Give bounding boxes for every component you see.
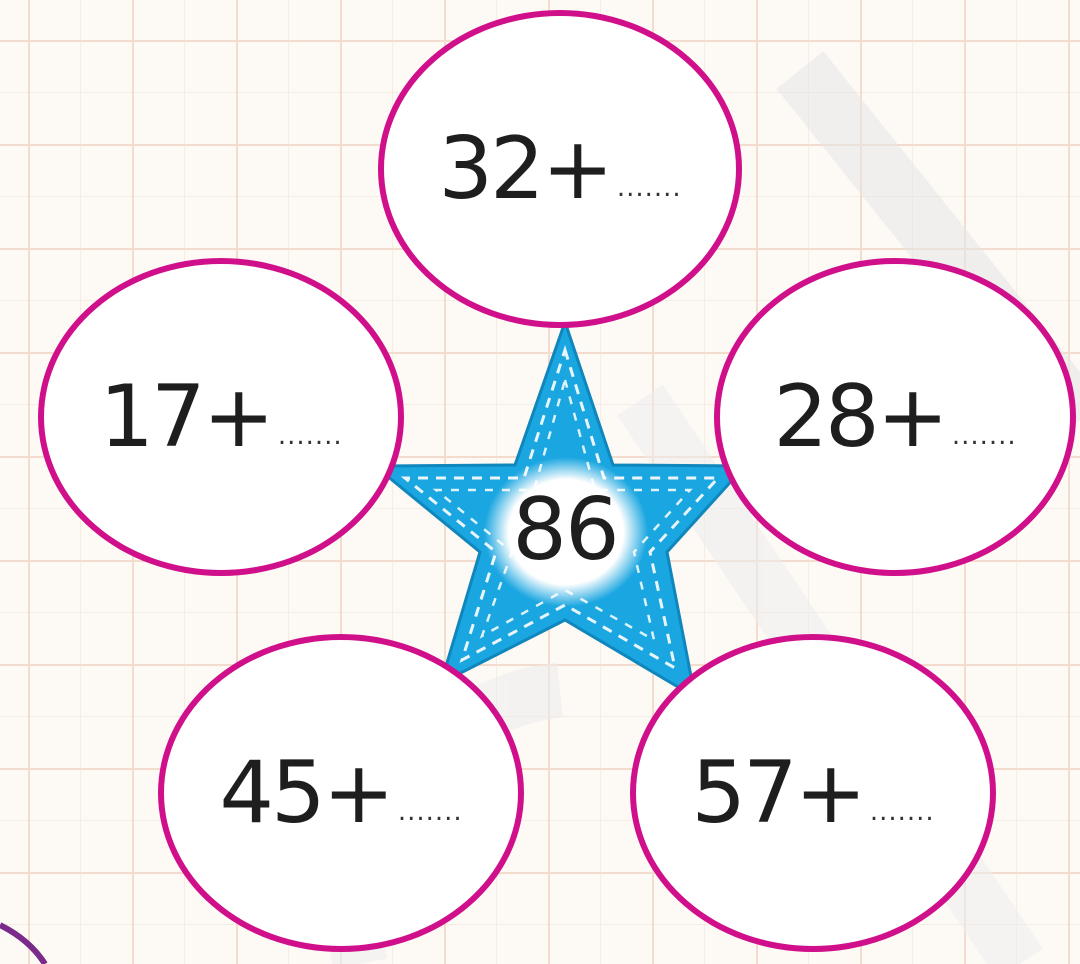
answer-blank[interactable]: ....... bbox=[952, 383, 1017, 451]
corner-arc-decoration bbox=[0, 925, 45, 964]
circle-left[interactable]: 17+ ....... bbox=[38, 258, 404, 576]
expression-text: 32+ bbox=[438, 126, 611, 212]
answer-blank[interactable]: ....... bbox=[617, 135, 682, 203]
circle-bottom-left[interactable]: 45+ ....... bbox=[158, 634, 524, 952]
circle-top[interactable]: 32+ ....... bbox=[378, 10, 742, 328]
circle-bottom-right[interactable]: 57+ ....... bbox=[630, 634, 996, 952]
center-number: 86 bbox=[500, 480, 630, 580]
expression-text: 57+ bbox=[691, 750, 864, 836]
expression-text: 28+ bbox=[773, 374, 946, 460]
expression-text: 45+ bbox=[219, 750, 392, 836]
circle-right[interactable]: 28+ ....... bbox=[714, 258, 1076, 576]
answer-blank[interactable]: ....... bbox=[278, 383, 343, 451]
expression-text: 17+ bbox=[99, 374, 272, 460]
answer-blank[interactable]: ....... bbox=[398, 759, 463, 827]
answer-blank[interactable]: ....... bbox=[870, 759, 935, 827]
